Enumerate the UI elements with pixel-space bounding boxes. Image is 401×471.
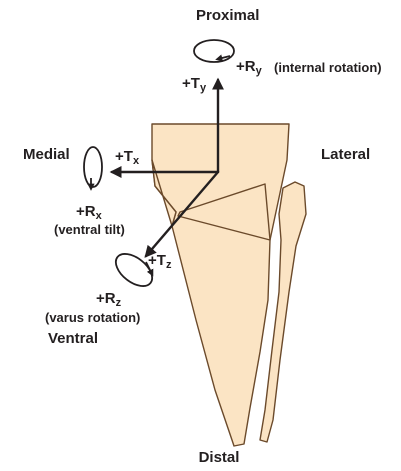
ry-label: +Ry (236, 58, 263, 77)
proximal-label: Proximal (196, 7, 259, 24)
rx-label: +Rx (76, 203, 103, 222)
distal-label: Distal (199, 449, 240, 466)
rz-label: +Rz (96, 290, 122, 309)
lateral-label: Lateral (321, 146, 370, 163)
ry-subscript: y (256, 65, 263, 77)
ry-sign: +R (236, 58, 256, 75)
ty-label: +Ty (182, 75, 207, 94)
rx-subscript: x (96, 210, 103, 222)
rz-subscript: z (116, 297, 122, 309)
ty-sign: +T (182, 75, 200, 92)
ry-rotation-icon (194, 40, 234, 62)
tz-subscript: z (166, 259, 172, 271)
ry-note: (internal rotation) (274, 60, 382, 75)
ventral-label: Ventral (48, 330, 98, 347)
rx-rotation-icon (84, 147, 102, 187)
rx-sign: +R (76, 203, 96, 220)
tx-sign: +T (115, 148, 133, 165)
rz-note: (varus rotation) (45, 310, 140, 325)
tz-sign: +T (148, 252, 166, 269)
rz-sign: +R (96, 290, 116, 307)
ty-subscript: y (200, 82, 207, 94)
rx-note: (ventral tilt) (54, 222, 125, 237)
tx-label: +Tx (115, 148, 140, 167)
medial-label: Medial (23, 146, 70, 163)
tz-label: +Tz (148, 252, 172, 271)
tx-subscript: x (133, 155, 140, 167)
